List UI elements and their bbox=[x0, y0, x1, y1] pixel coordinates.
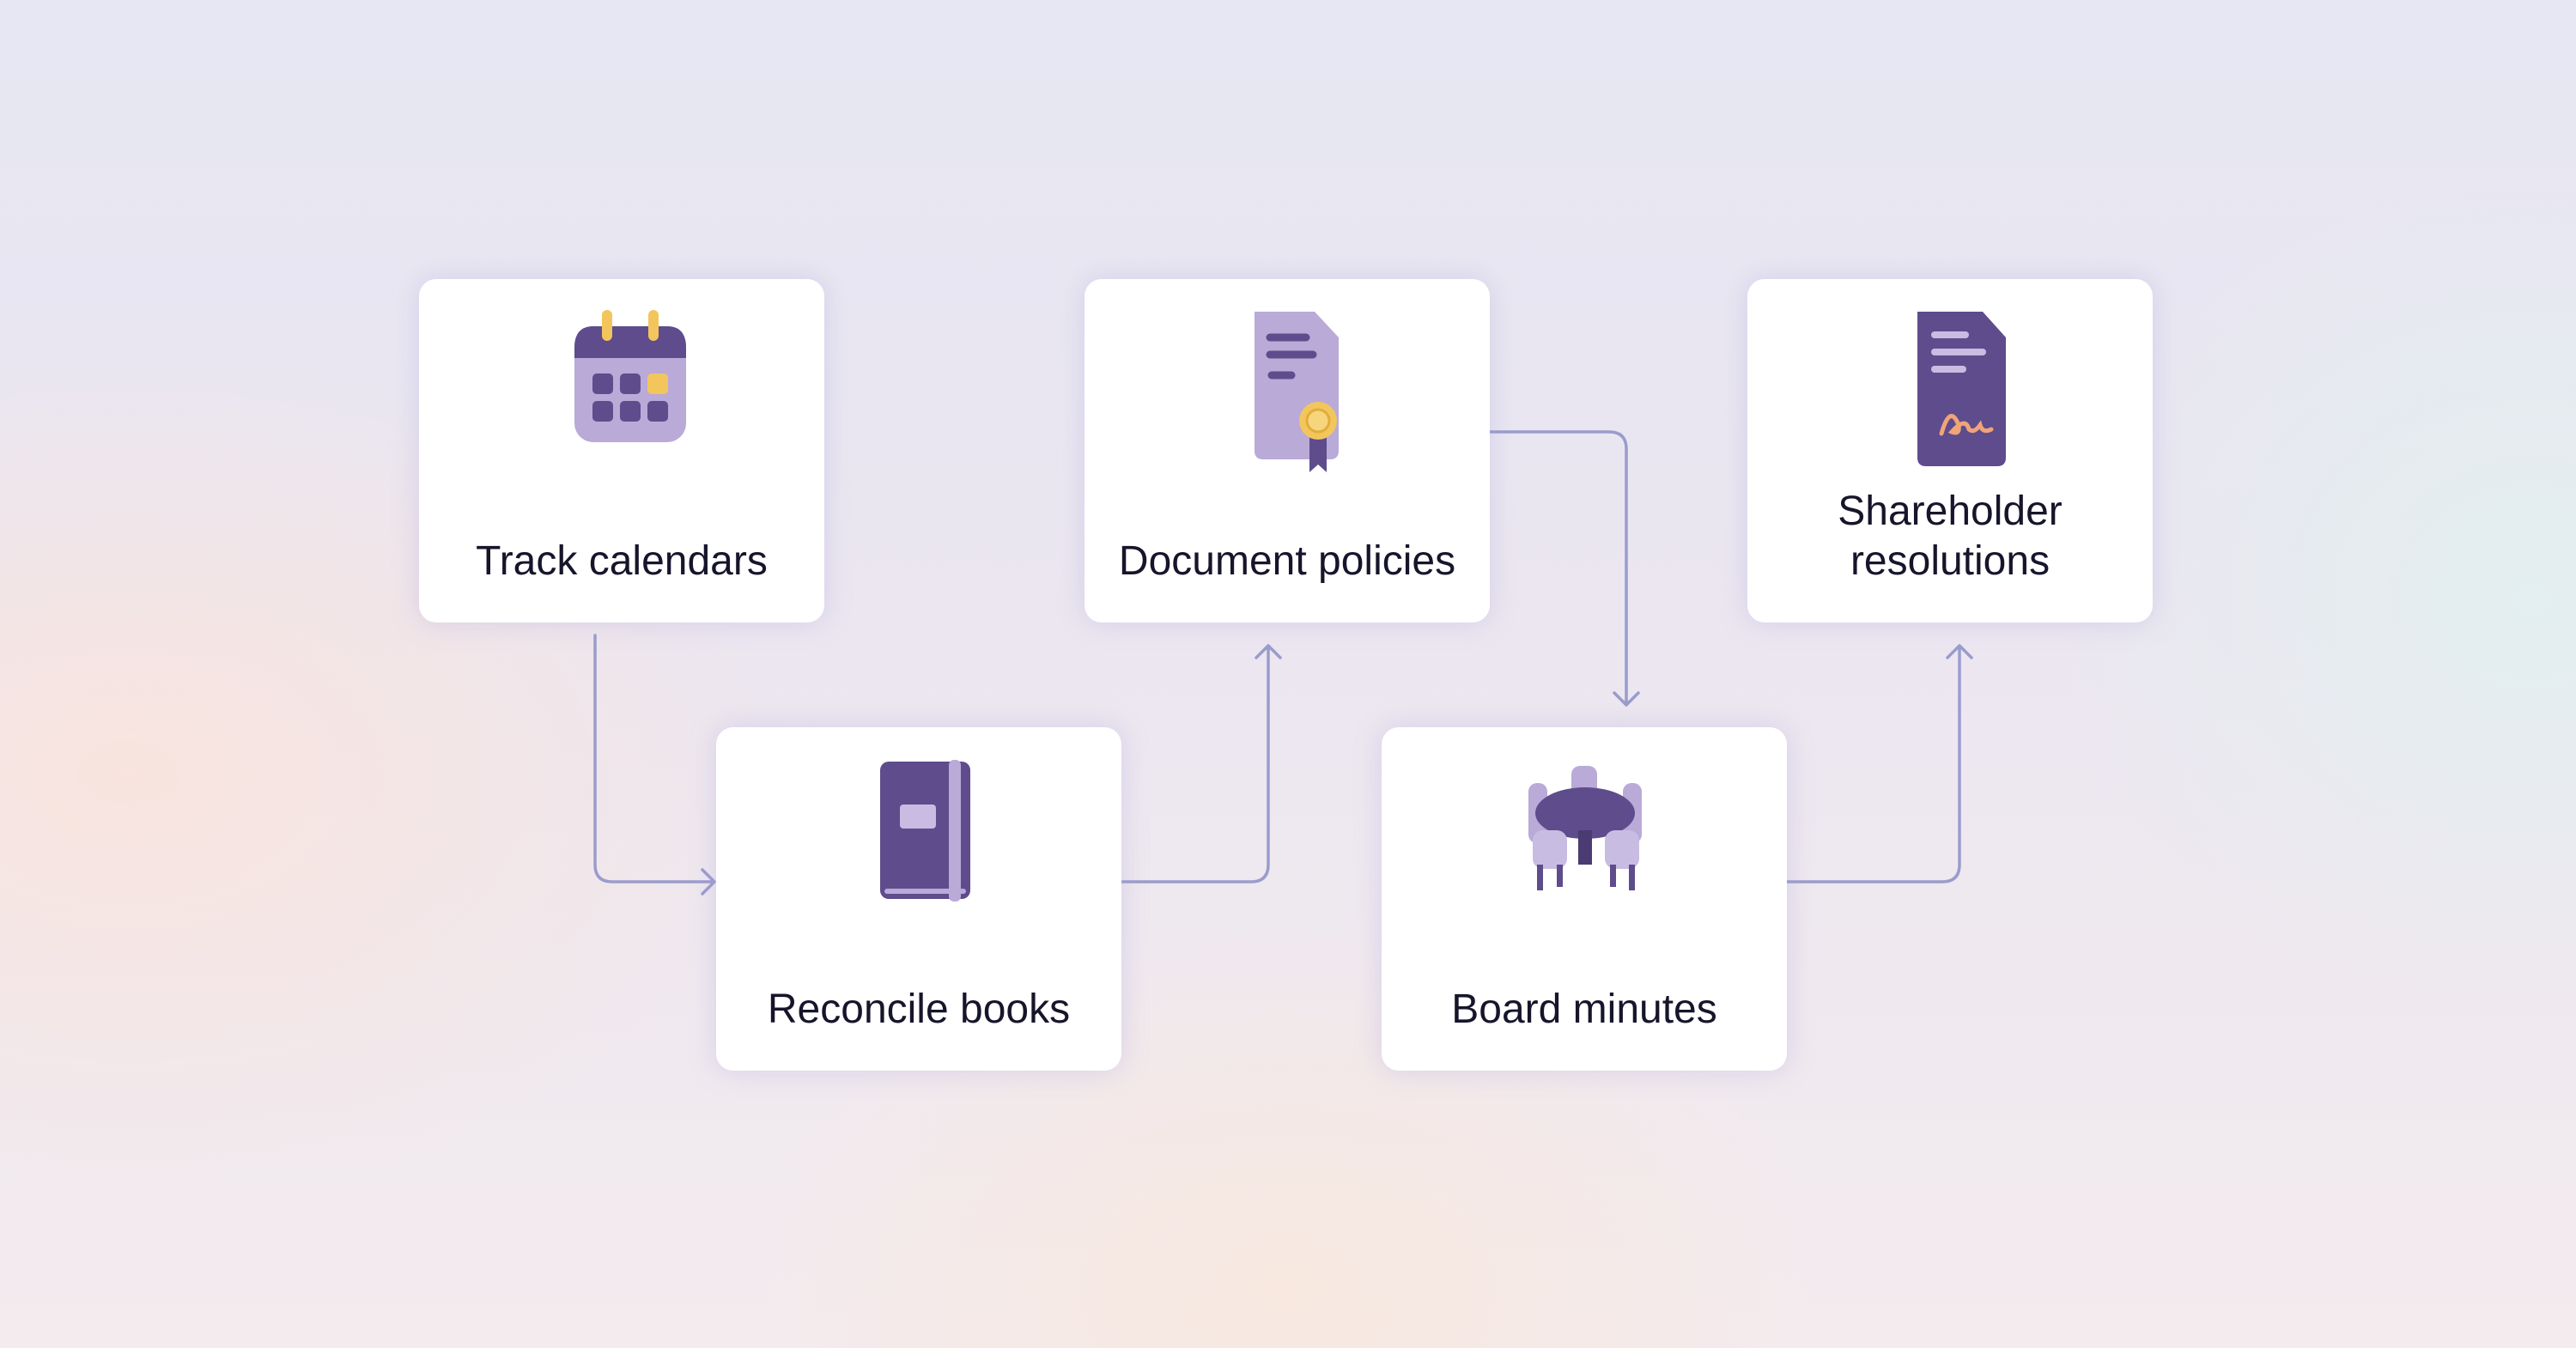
step-card-document-policies: Document policies bbox=[1084, 279, 1490, 622]
connector-minutes-to-resolutions bbox=[1785, 644, 1973, 883]
connector-books-to-policies bbox=[1121, 644, 1282, 883]
step-card-reconcile-books: Reconcile books bbox=[716, 727, 1121, 1071]
book-icon bbox=[880, 760, 970, 902]
signed-document-icon bbox=[1917, 312, 2006, 466]
step-card-track-calendars: Track calendars bbox=[419, 279, 824, 622]
calendar-icon bbox=[574, 310, 686, 442]
connector-calendars-to-books bbox=[593, 634, 716, 896]
meeting-table-icon bbox=[1528, 766, 1642, 890]
step-label: Track calendars bbox=[476, 538, 768, 584]
step-label-line1: Shareholder bbox=[1838, 489, 2063, 534]
step-card-shareholder-resolutions: Shareholder resolutions bbox=[1747, 279, 2153, 622]
step-label: Document policies bbox=[1118, 538, 1456, 584]
certificate-document-icon bbox=[1255, 312, 1339, 472]
step-label: Reconcile books bbox=[767, 987, 1071, 1032]
step-label-line2: resolutions bbox=[1850, 538, 2050, 584]
step-card-board-minutes: Board minutes bbox=[1382, 727, 1787, 1071]
connector-policies-to-minutes bbox=[1488, 430, 1640, 707]
step-label: Board minutes bbox=[1451, 987, 1717, 1032]
